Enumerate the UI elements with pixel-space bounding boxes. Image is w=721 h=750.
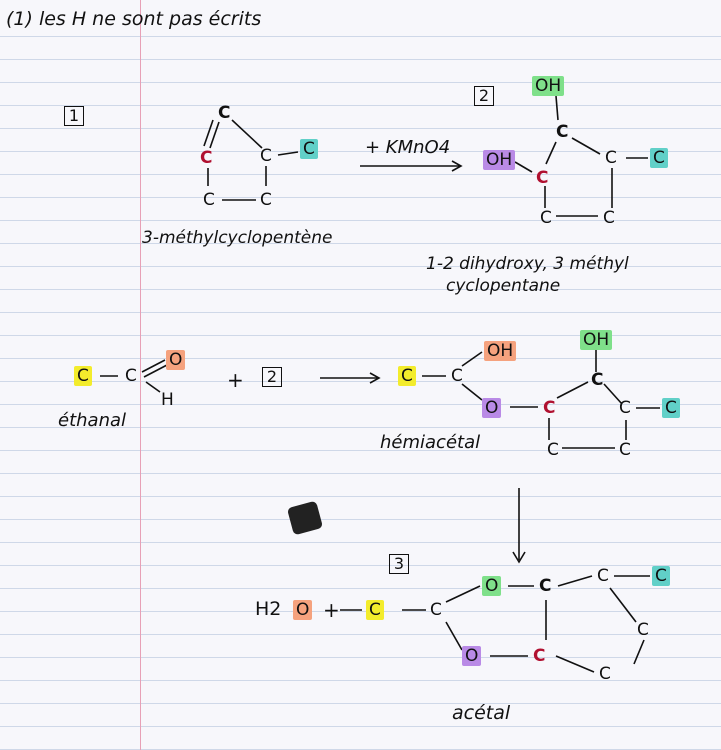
hemiacetal-name: hémiacétal: [380, 432, 481, 453]
atom-c: C: [398, 366, 416, 386]
atom-o: O: [482, 398, 502, 418]
atom-c: C: [605, 148, 617, 168]
plus-sign-2: +: [323, 598, 340, 622]
step-label-2-ref: 2: [262, 367, 282, 387]
atom-c: C: [218, 103, 231, 123]
atom-c-methyl: C: [300, 139, 318, 159]
atom-oh: OH: [483, 150, 516, 170]
acetal-name: acétal: [452, 702, 511, 724]
atom-c: C: [430, 600, 442, 620]
atom-c: C: [366, 600, 384, 620]
atom-c: C: [260, 146, 272, 166]
reactant-name: 3-méthylcyclopentène: [142, 228, 333, 248]
atom-oh: OH: [484, 341, 517, 361]
atom-c: C: [200, 148, 213, 168]
reagent-label: + KMnO4: [365, 137, 451, 158]
product-name-line2: cyclopentane: [446, 276, 561, 296]
atom-c: C: [451, 366, 463, 386]
ethanal-name: éthanal: [58, 410, 127, 431]
atom-c: C: [125, 366, 137, 386]
atom-c: C: [536, 168, 549, 188]
step-label-3: 3: [389, 554, 409, 574]
atom-c: C: [540, 208, 552, 228]
atom-o: O: [166, 350, 186, 370]
atom-c: C: [597, 566, 609, 586]
atom-c: C: [543, 398, 556, 418]
atom-c: C: [637, 620, 649, 640]
margin-line: [140, 0, 141, 750]
step-label-1: 1: [64, 106, 84, 126]
atom-c-methyl: C: [652, 566, 670, 586]
atom-oh: OH: [580, 330, 613, 350]
atom-c: C: [533, 646, 546, 666]
atom-o: O: [482, 576, 502, 596]
water-h2: H2: [255, 598, 282, 620]
atom-c: C: [599, 664, 611, 684]
step-label-2: 2: [474, 86, 494, 106]
page-title: (1) les H ne sont pas écrits: [6, 8, 262, 30]
atom-c: C: [556, 122, 569, 142]
atom-c: C: [547, 440, 559, 460]
atom-c-methyl: C: [662, 398, 680, 418]
atom-c: C: [260, 190, 272, 210]
atom-o: O: [293, 600, 313, 620]
atom-o: O: [462, 646, 482, 666]
atom-c: C: [619, 440, 631, 460]
atom-c: C: [591, 370, 604, 390]
atom-c: C: [603, 208, 615, 228]
atom-h: H: [161, 390, 174, 410]
plus-sign: +: [227, 368, 244, 392]
product-name-line1: 1-2 dihydroxy, 3 méthyl: [426, 254, 629, 274]
atom-c: C: [74, 366, 92, 386]
atom-c-methyl: C: [650, 148, 668, 168]
water-formula: H2: [255, 598, 281, 620]
atom-c: C: [619, 398, 631, 418]
atom-c: C: [539, 576, 552, 596]
atom-oh: OH: [532, 76, 565, 96]
atom-c: C: [203, 190, 215, 210]
